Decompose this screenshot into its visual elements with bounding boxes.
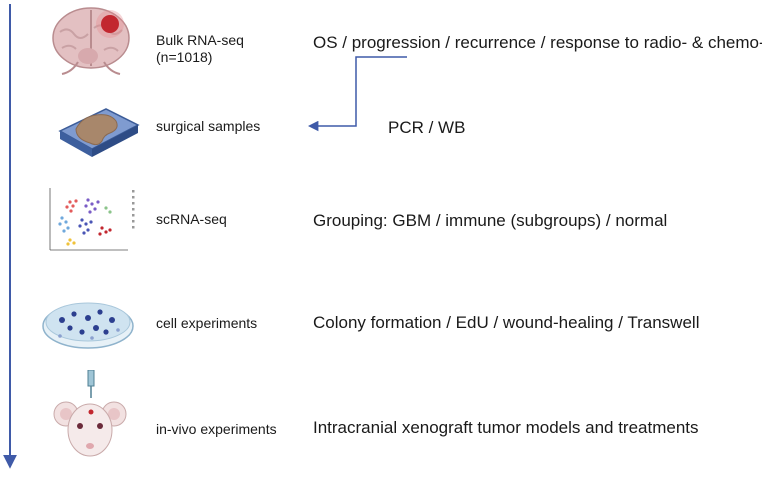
step-cell-experiments: cell experiments [156,315,258,331]
step-in-vivo-experiments: in-vivo experiments [156,421,277,437]
step-label: Bulk RNA-seq [156,32,244,48]
brain-icon [52,7,130,75]
step-note: (n=1018) [156,49,213,65]
step-bulk-rna-seq: Bulk RNA-seq (n=1018) [156,32,244,66]
desc-bulk-rna-seq: OS / progression / recurrence / response… [313,33,762,52]
desc-cell-experiments: Colony formation / EdU / wound-healing /… [313,313,700,332]
desc-in-vivo-experiments: Intracranial xenograft tumor models and … [313,418,699,437]
validation-arrow [307,56,407,132]
desc-surgical-samples: PCR / WB [388,118,466,137]
step-scrna-seq: scRNA-seq [156,211,227,227]
tissue-slide-icon [58,108,140,157]
mouse-icon [53,370,127,457]
petri-dish-icon [42,302,134,349]
desc-scrna-seq: Grouping: GBM / immune (subgroups) / nor… [313,211,668,230]
step-surgical-samples: surgical samples [156,118,261,134]
tsne-plot-icon [49,188,135,251]
